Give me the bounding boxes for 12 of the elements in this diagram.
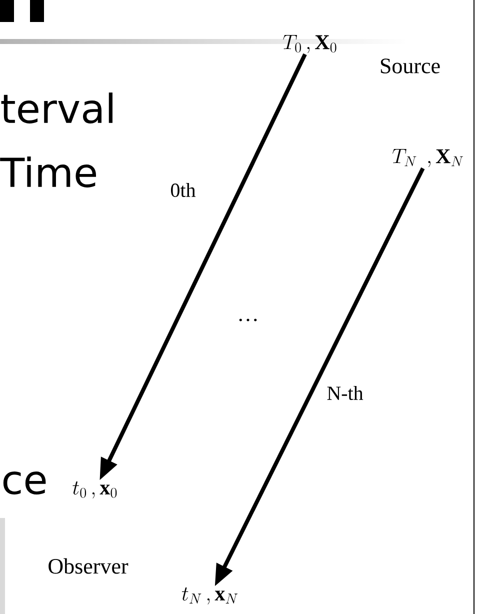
text-label: Source	[380, 58, 440, 74]
coordinate-label: $t_N\,, \mathbf{x}_N$	[182, 587, 238, 604]
edge-label: 0th	[171, 182, 196, 198]
text-label: …	[239, 318, 257, 322]
slide-text: terval	[1, 92, 112, 124]
coordinate-label: $T_0\,, \mathbf{X}_0$	[283, 35, 336, 54]
edge-label: N-th	[327, 386, 364, 400]
slide-text: Time	[0, 156, 96, 188]
coordinate-label: $T_N\;\,, \mathbf{X}_N$	[392, 149, 464, 168]
slide-text: ce	[3, 472, 46, 494]
coordinate-label: $t_0\,, \mathbf{x}_0$	[72, 481, 117, 498]
text-label: Observer	[48, 558, 128, 574]
